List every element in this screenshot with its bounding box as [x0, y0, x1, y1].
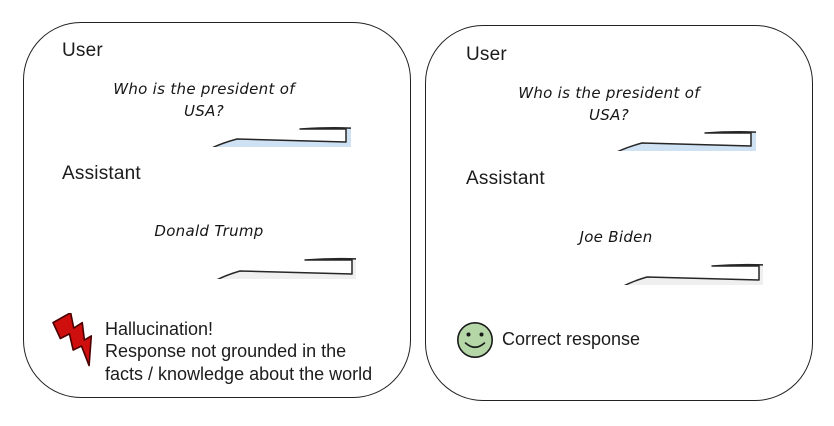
hallucination-note: Hallucination! Response not grounded in …	[105, 318, 395, 385]
speech-bubble-path	[624, 263, 763, 285]
speech-bubble-shape	[617, 131, 756, 151]
user-message-bubble: Who is the president of USA?	[462, 56, 756, 151]
user-message-text: Who is the president of USA?	[57, 78, 351, 122]
speech-bubble-path	[217, 257, 356, 279]
smiley-face-icon	[455, 320, 495, 360]
assistant-message-text: Joe Biden	[469, 226, 763, 248]
user-message-bubble: Who is the president of USA?	[57, 52, 351, 147]
assistant-message-line: Joe Biden	[579, 228, 653, 246]
assistant-label: Assistant	[466, 168, 545, 189]
user-message-line2: USA?	[184, 102, 224, 120]
verdict-line3: facts / knowledge about the world	[105, 363, 373, 384]
assistant-message-line: Donald Trump	[154, 222, 264, 240]
lightning-bolt-path	[52, 311, 93, 367]
verdict-line1: Hallucination!	[105, 319, 214, 339]
smiley-right-eye	[479, 332, 484, 337]
user-label: User	[466, 44, 507, 65]
assistant-message-text: Donald Trump	[62, 220, 356, 242]
speech-bubble-shape	[212, 127, 351, 147]
verdict-line1: Correct response	[502, 329, 641, 349]
hallucination-panel: User Who is the president of USA? Assist…	[23, 22, 411, 398]
smiley-mouth	[464, 342, 486, 349]
user-message-text: Who is the president of USA?	[462, 82, 756, 126]
correct-panel: User Who is the president of USA? Assist…	[425, 25, 813, 401]
assistant-message-bubble: Donald Trump	[62, 184, 356, 279]
assistant-message-bubble: Joe Biden	[469, 190, 763, 285]
correct-response-note: Correct response	[502, 328, 762, 350]
user-message-line1: Who is the president of	[518, 84, 700, 102]
smiley-left-eye	[466, 332, 471, 337]
user-message-line1: Who is the president of	[113, 80, 295, 98]
speech-bubble-shape	[217, 257, 356, 279]
speech-bubble-path	[617, 131, 756, 151]
user-message-line2: USA?	[589, 106, 629, 124]
speech-bubble-path	[212, 127, 351, 147]
speech-bubble-shape	[624, 263, 763, 285]
assistant-label: Assistant	[62, 163, 141, 184]
lightning-bolt-icon	[48, 311, 98, 379]
verdict-line2: Response not grounded in the	[105, 341, 347, 362]
smiley-face-circle	[456, 321, 494, 359]
user-label: User	[62, 40, 103, 61]
